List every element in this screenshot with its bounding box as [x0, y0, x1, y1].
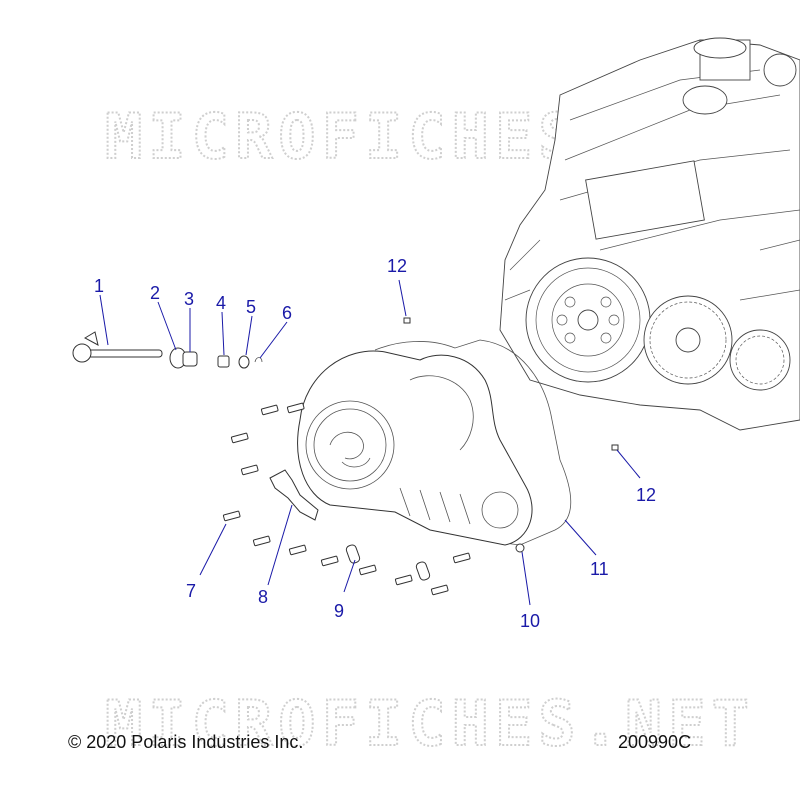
callout-4: 4	[216, 293, 226, 313]
callout-6: 6	[282, 303, 292, 323]
callout-9: 9	[334, 601, 344, 621]
bolts	[222, 317, 619, 596]
callout-7: 7	[186, 581, 196, 601]
primary-cover	[297, 350, 533, 553]
shaft-part-1	[72, 331, 163, 363]
callout-5: 5	[246, 297, 256, 317]
leader-lines	[99, 279, 641, 606]
callout-1: 1	[94, 276, 104, 296]
callout-11: 11	[590, 559, 609, 579]
callout-2: 2	[150, 283, 160, 303]
bracket-part-8	[269, 469, 319, 521]
washer-part-5	[238, 355, 250, 369]
drawing-id: 200990C	[618, 732, 692, 752]
callout-10: 10	[520, 611, 540, 631]
callout-3: 3	[184, 289, 194, 309]
bushing-part-3	[182, 351, 198, 367]
watermark-bottom: MICROFICHES.NET	[105, 687, 755, 760]
callout-8: 8	[258, 587, 268, 607]
clip-part-6	[254, 357, 263, 363]
clamp-part-9a	[345, 544, 361, 564]
engine-assembly	[499, 37, 800, 431]
nut-part-4	[217, 355, 230, 368]
clamp-part-9b	[415, 561, 431, 581]
callout-12-right: 12	[636, 485, 656, 505]
copyright-text: © 2020 Polaris Industries Inc.	[68, 732, 304, 752]
gasket	[374, 339, 572, 546]
callout-12-top: 12	[387, 256, 407, 276]
callouts: 1 2 3 4 5 6 7 8 9 10 11 12 12	[94, 256, 656, 631]
